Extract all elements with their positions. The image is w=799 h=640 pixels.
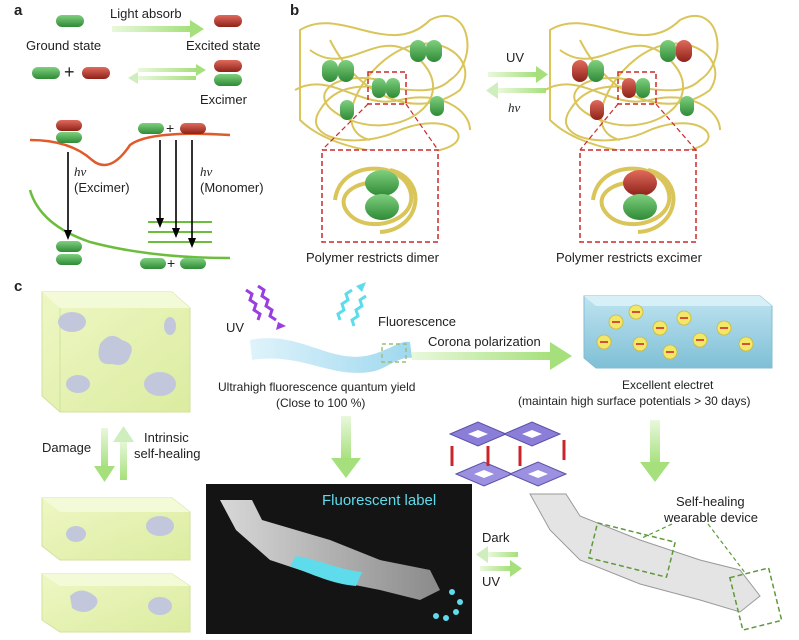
restricts-excimer-caption: Polymer restricts excimer xyxy=(556,250,702,265)
uv-light-squiggles xyxy=(245,284,286,330)
equilibrium-arrows xyxy=(128,64,206,84)
excimer-paren-label: (Excimer) xyxy=(74,180,130,195)
wearable-line2: wearable device xyxy=(664,510,758,525)
monomer-paren-label: (Monomer) xyxy=(200,180,264,195)
fluorescence-label: Fluorescence xyxy=(378,314,457,329)
hv-monomer: hv xyxy=(200,164,213,179)
excimer-label: Excimer xyxy=(200,92,247,107)
plus-sign-2: + xyxy=(166,120,175,136)
restricts-dimer-caption: Polymer restricts dimer xyxy=(306,250,439,265)
corona-polarization-label: Corona polarization xyxy=(428,334,541,349)
dark-label: Dark xyxy=(482,530,510,545)
quantum-yield-label: Ultrahigh fluorescence quantum yield xyxy=(218,380,416,394)
energy-diagram xyxy=(28,120,231,269)
electret-to-device-arrow xyxy=(640,420,670,482)
light-absorb-arrow xyxy=(112,20,204,38)
excimers-right xyxy=(572,40,694,120)
surface-potentials-label: (maintain high surface potentials > 30 d… xyxy=(518,394,751,408)
ground-state-label: Ground state xyxy=(26,38,102,53)
excited-state-molecule xyxy=(214,15,242,27)
self-healing-label: self-healing xyxy=(134,446,201,461)
panel-label-b: b xyxy=(290,2,300,19)
close-to-100-label: (Close to 100 %) xyxy=(276,396,366,410)
panel-label-c: c xyxy=(14,278,23,295)
damaged-cube xyxy=(41,497,191,633)
zoom-inset-excimer xyxy=(579,149,697,243)
dimers-left xyxy=(322,40,444,120)
zoom-inset-dimer xyxy=(321,149,439,243)
uv-arrow-c xyxy=(480,560,522,577)
hv-label: hv xyxy=(508,100,521,115)
wearable-device-arm xyxy=(529,493,783,631)
intrinsic-label: Intrinsic xyxy=(144,430,189,445)
panel-label-a: a xyxy=(14,2,23,19)
excited-state-label: Excited state xyxy=(186,38,261,53)
uv-c-label: UV xyxy=(226,320,245,335)
electret-box xyxy=(583,295,773,369)
fluorescent-label-panel xyxy=(206,484,472,634)
film-to-label-arrow xyxy=(331,416,361,478)
zoom-box-left xyxy=(367,71,407,105)
damage-label: Damage xyxy=(42,440,92,455)
wearable-line1: Self-healing xyxy=(676,494,745,509)
uv-arrow xyxy=(488,66,548,83)
ground-state-molecule xyxy=(56,15,84,27)
fluorescence-squiggles xyxy=(336,282,367,327)
plus-sign-3: + xyxy=(167,255,176,271)
fluorescent-film xyxy=(250,338,412,373)
monomer-pair xyxy=(32,67,110,79)
excellent-electret-label: Excellent electret xyxy=(622,378,714,392)
corona-arrow xyxy=(412,342,572,370)
self-healing-arrow xyxy=(113,426,134,480)
light-absorb-label: Light absorb xyxy=(110,6,182,21)
damage-arrow xyxy=(94,428,115,482)
self-healing-cube xyxy=(41,291,191,413)
fluorescent-label-title: Fluorescent label xyxy=(322,492,437,509)
zoom-box-right xyxy=(617,71,657,105)
uv-c2-label: UV xyxy=(482,574,501,589)
plus-sign-1: + xyxy=(64,62,75,82)
hv-arrow xyxy=(486,82,546,99)
hv-excimer: hv xyxy=(74,164,87,179)
excimer-molecule xyxy=(214,60,242,86)
polymer-network-left xyxy=(294,15,471,155)
molecular-lattice xyxy=(448,421,568,487)
uv-label: UV xyxy=(506,50,525,65)
dark-arrow xyxy=(476,546,518,563)
